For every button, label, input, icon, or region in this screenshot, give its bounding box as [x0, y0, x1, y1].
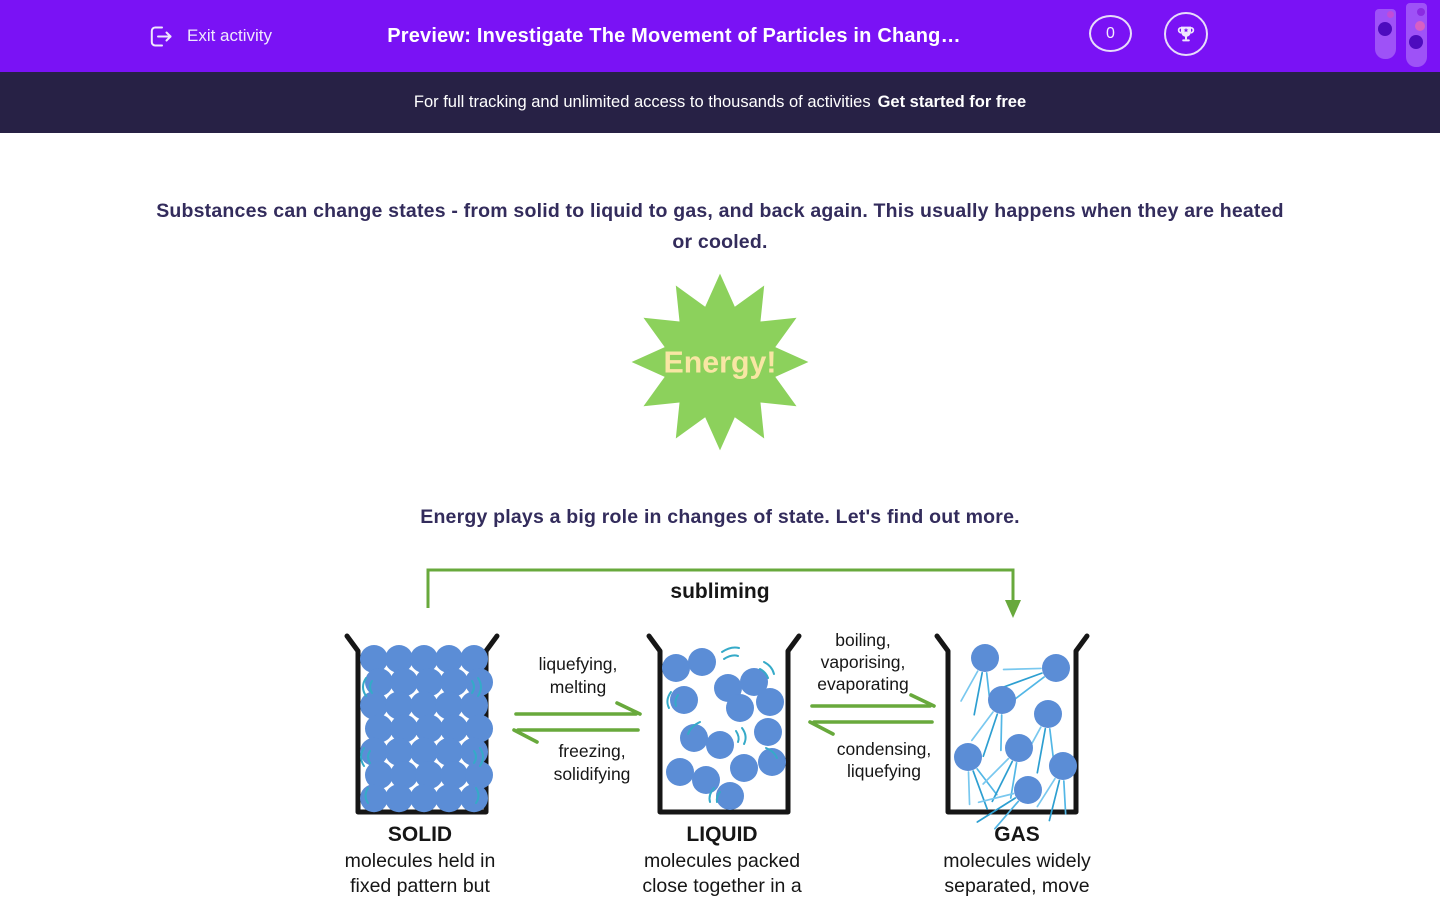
subliming-arrowhead: [1005, 600, 1021, 618]
page-title: Preview: Investigate The Movement of Par…: [387, 24, 961, 47]
top-header-bar: Exit activity Preview: Investigate The M…: [0, 0, 1440, 72]
liquid-gas-arrows: [808, 693, 936, 736]
liquefying-label: liquefying,: [539, 654, 618, 674]
solid-molecules: [360, 645, 493, 813]
gas-caption: GAS: [994, 823, 1040, 846]
states-of-matter-diagram: subliming: [330, 556, 1140, 900]
melting-label: melting: [550, 677, 606, 697]
starburst-shape: [631, 273, 809, 451]
upsell-banner: For full tracking and unlimited access t…: [0, 72, 1440, 133]
score-badge[interactable]: 0: [1089, 15, 1132, 52]
test-tubes-decoration: [1375, 0, 1435, 72]
liquid-desc-2: close together in a: [642, 875, 802, 897]
trophy-icon: [1174, 22, 1198, 46]
liquid-molecules: [662, 648, 786, 810]
test-tube-icon: [1375, 9, 1396, 59]
score-value: 0: [1106, 24, 1115, 42]
subliming-label: subliming: [670, 580, 769, 603]
solid-vibration-marks: [360, 677, 484, 804]
gas-molecules: [954, 644, 1077, 830]
test-tube-icon: [1406, 3, 1427, 67]
banner-message: For full tracking and unlimited access t…: [413, 93, 871, 111]
get-started-link[interactable]: Get started for free: [877, 93, 1027, 111]
liquefying-label-2: liquefying: [847, 761, 921, 781]
subliming-arrow: [426, 568, 1015, 608]
gas-beaker: [934, 633, 1090, 815]
exit-door-arrow-icon: [148, 24, 175, 49]
gas-desc-2: separated, move: [944, 875, 1089, 897]
vaporising-label: vaporising,: [821, 652, 906, 672]
intro-paragraph: Substances can change states - from soli…: [156, 199, 1284, 253]
solid-desc-1: molecules held in: [345, 850, 496, 872]
liquid-beaker: [646, 633, 802, 815]
solid-liquid-arrows: [512, 701, 642, 744]
boiling-label: boiling,: [835, 630, 890, 650]
solid-caption: SOLID: [388, 823, 452, 846]
condensing-label: condensing,: [837, 739, 931, 759]
solidifying-label: solidifying: [554, 764, 631, 784]
liquid-desc-1: molecules packed: [644, 850, 800, 872]
liquid-motion-marks: [666, 646, 778, 803]
exit-activity-label: Exit activity: [187, 26, 273, 45]
achievements-button[interactable]: [1164, 12, 1208, 56]
energy-label: Energy!: [664, 346, 777, 379]
evaporating-label: evaporating: [817, 674, 908, 694]
liquid-caption: LIQUID: [686, 823, 757, 846]
solid-desc-2: fixed pattern but: [350, 875, 490, 897]
followup-paragraph: Energy plays a big role in changes of st…: [420, 505, 1020, 528]
freezing-label: freezing,: [558, 741, 625, 761]
energy-starburst: Energy!: [629, 271, 811, 453]
gas-desc-1: molecules widely: [943, 850, 1091, 872]
exit-activity-button[interactable]: Exit activity: [148, 0, 272, 72]
